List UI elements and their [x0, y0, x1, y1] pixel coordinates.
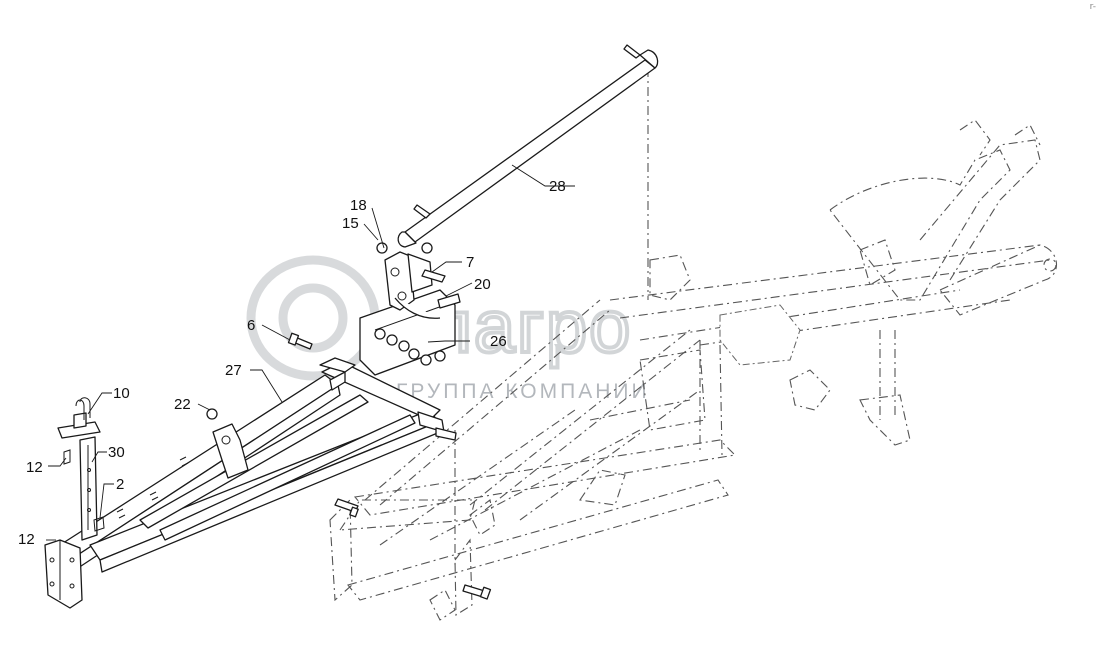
- watermark-logo-inner: [278, 283, 348, 353]
- part-28-tie-bar: [397, 44, 659, 248]
- part-26-mount-plate: [359, 251, 456, 376]
- watermark-logo-ring: [246, 255, 380, 381]
- callout-12-upper: 12: [26, 459, 43, 476]
- callout-26: 26: [490, 333, 507, 350]
- callout-30: 30: [108, 444, 125, 461]
- callout-7: 7: [466, 254, 474, 271]
- part-27-drawbar: [44, 357, 457, 609]
- plate-hardware: [287, 242, 461, 366]
- callout-22: 22: [174, 396, 191, 413]
- callout-labels: 28 18 15 7 20 6 26 27 10 22 12 30 2 12: [18, 178, 566, 548]
- callout-12-lower: 12: [18, 531, 35, 548]
- callout-18: 18: [350, 197, 367, 214]
- leader-lines: [46, 164, 575, 541]
- callout-6: 6: [247, 317, 255, 334]
- callout-2: 2: [116, 476, 124, 493]
- callout-20: 20: [474, 276, 491, 293]
- callout-10: 10: [113, 385, 130, 402]
- callout-27: 27: [225, 362, 242, 379]
- corner-mark: r-: [1089, 2, 1096, 12]
- callout-15: 15: [342, 215, 359, 232]
- watermark-tagline: ГРУППА КОМПАНИИ: [396, 380, 650, 403]
- frame-bolts: [334, 498, 492, 600]
- main-frame-phantom: [329, 119, 1057, 621]
- callout-28: 28: [549, 178, 566, 195]
